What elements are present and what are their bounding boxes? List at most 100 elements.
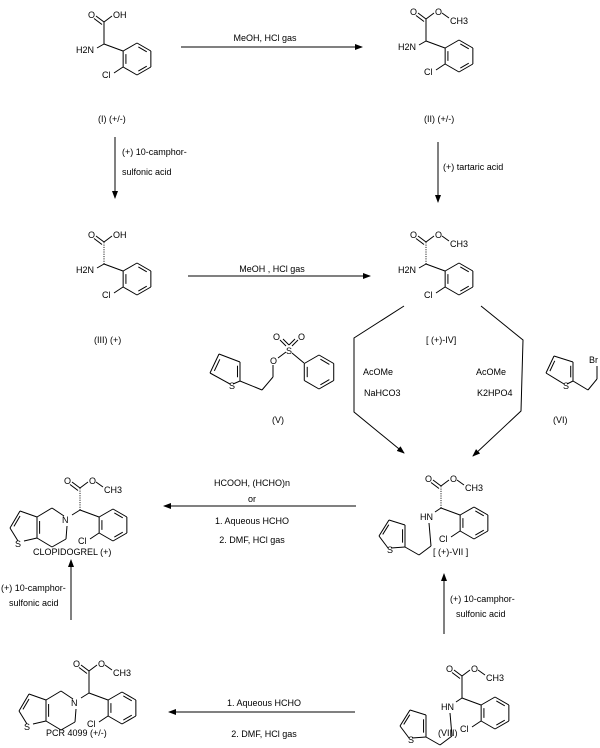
- bond: [95, 235, 105, 243]
- bond: [477, 669, 486, 676]
- bond: [98, 715, 109, 723]
- bond: [435, 63, 446, 71]
- atom-label-ch3: CH3: [450, 239, 468, 249]
- bond: [473, 506, 489, 516]
- atom-label-s: S: [24, 722, 30, 732]
- bond: [566, 380, 574, 385]
- bond: [291, 352, 305, 364]
- bond: [218, 353, 241, 363]
- atom-label-s: S: [229, 381, 235, 391]
- atom-label-oh: OH: [113, 10, 127, 20]
- bond: [69, 484, 79, 491]
- bond: [121, 691, 137, 701]
- bond: [122, 42, 138, 52]
- compound-label-vi: (VI): [553, 415, 568, 425]
- bond: [382, 524, 390, 535]
- bond: [473, 530, 489, 540]
- reagent-label: (+) 10-camphor-: [450, 594, 515, 604]
- compound-label-pcr-4099: PCR 4099 (+/-): [46, 728, 107, 738]
- bond: [418, 40, 427, 46]
- reagent-label: MeOH, HCl gas: [233, 33, 297, 43]
- atom-label-o: O: [89, 476, 96, 486]
- bond: [461, 697, 482, 706]
- bond: [113, 286, 124, 294]
- atom-label-h2n: H2N: [76, 265, 94, 275]
- bond: [88, 692, 109, 701]
- bond: [455, 697, 463, 703]
- bond: [496, 700, 506, 707]
- atom-label-s: S: [563, 381, 569, 391]
- atom-label-o: O: [270, 356, 277, 366]
- reagent-label: 1. Aqueous HCHO: [215, 516, 289, 526]
- atom-label-ch3: CH3: [486, 673, 504, 683]
- bond: [390, 546, 406, 549]
- bond: [460, 266, 470, 273]
- atom-label-o: O: [435, 230, 442, 240]
- compound-label-i: (I) (+/-): [98, 114, 126, 124]
- bond: [36, 537, 53, 548]
- bond: [291, 339, 299, 347]
- atom-label-br: Br: [589, 355, 598, 365]
- atom-label-ch3: CH3: [450, 16, 468, 26]
- atom-label-o: O: [410, 230, 417, 240]
- bond: [425, 40, 446, 49]
- bond: [277, 351, 287, 359]
- bond: [123, 714, 133, 721]
- bond: [435, 286, 446, 294]
- bond: [434, 507, 442, 513]
- bond: [103, 263, 124, 272]
- bond: [45, 690, 62, 701]
- bond: [209, 372, 231, 385]
- atom-label-o: O: [298, 332, 305, 342]
- bond: [418, 545, 432, 556]
- atom-label-s: S: [387, 545, 393, 555]
- atom-label-o: O: [98, 659, 105, 669]
- bond: [320, 379, 330, 386]
- bond: [549, 360, 556, 372]
- bond: [136, 286, 152, 296]
- bond: [136, 66, 152, 76]
- bond: [93, 238, 103, 245]
- bond: [112, 532, 128, 542]
- bond: [471, 720, 482, 728]
- bond: [232, 380, 241, 385]
- atom-label-o: O: [64, 476, 71, 486]
- bond: [19, 510, 38, 518]
- atom-label-o: O: [410, 7, 417, 17]
- bond: [545, 372, 565, 385]
- bond: [51, 507, 65, 517]
- bond: [320, 358, 330, 365]
- bond: [74, 708, 77, 723]
- atom-label-h2n: H2N: [398, 265, 416, 275]
- bond: [425, 263, 446, 272]
- reagent-label: HCOOH, (HCHO)n: [214, 478, 290, 488]
- bond: [78, 667, 88, 674]
- bond: [378, 519, 390, 537]
- bond: [32, 720, 47, 725]
- bond: [103, 43, 124, 52]
- bond: [136, 262, 152, 272]
- atom-label-o: O: [88, 230, 95, 240]
- reagent-label: MeOH , HCl gas: [239, 264, 305, 274]
- bond: [460, 62, 470, 69]
- atom-label-o: O: [73, 659, 80, 669]
- atom-label-s: S: [15, 539, 21, 549]
- bond: [95, 481, 104, 488]
- bond: [138, 285, 148, 292]
- atom-label-o: O: [425, 474, 432, 484]
- bond: [138, 266, 148, 273]
- reagent-label: 2. DMF, HCl gas: [231, 729, 297, 739]
- atom-label-cl: Cl: [102, 290, 111, 300]
- bond: [65, 525, 68, 540]
- reagent-label: sulfonic acid: [9, 598, 59, 608]
- bond: [103, 15, 113, 23]
- atom-label-o: O: [273, 332, 280, 342]
- bond: [98, 508, 114, 518]
- bond: [417, 12, 427, 20]
- bond: [103, 235, 113, 243]
